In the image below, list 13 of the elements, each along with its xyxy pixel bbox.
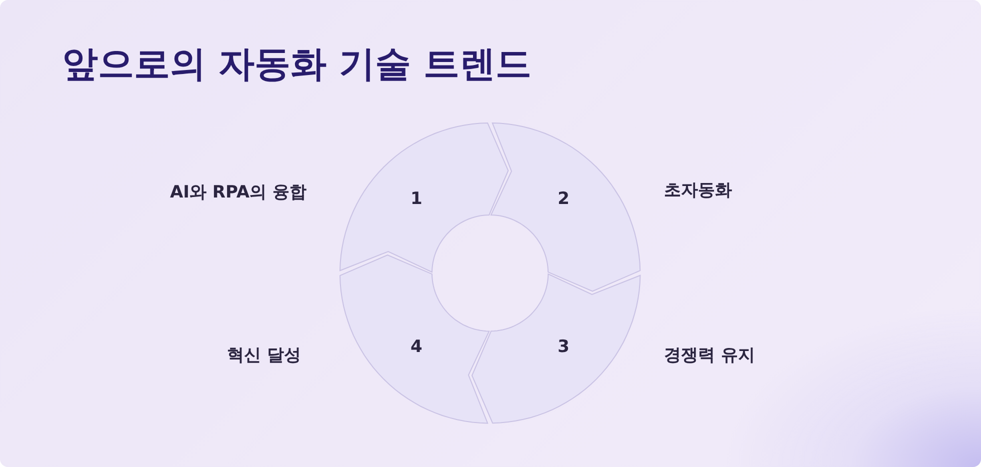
step-label: AI와 RPA의 융합: [170, 182, 306, 204]
title: 앞으로의 자동화 기술 트렌드: [62, 43, 532, 87]
step-number: 4: [410, 336, 422, 357]
step-label: 초자동화: [664, 180, 732, 202]
cycle-segment: [472, 274, 640, 423]
cycle-segment: [340, 123, 508, 272]
step-number: 2: [558, 189, 570, 210]
cycle-segment: [490, 123, 640, 292]
step-number: 3: [558, 336, 570, 357]
step-number: 1: [410, 189, 422, 210]
cycle-segment: [340, 254, 490, 423]
step-label: 경쟁력 유지: [664, 344, 755, 366]
step-label: 혁신 달성: [227, 344, 301, 366]
